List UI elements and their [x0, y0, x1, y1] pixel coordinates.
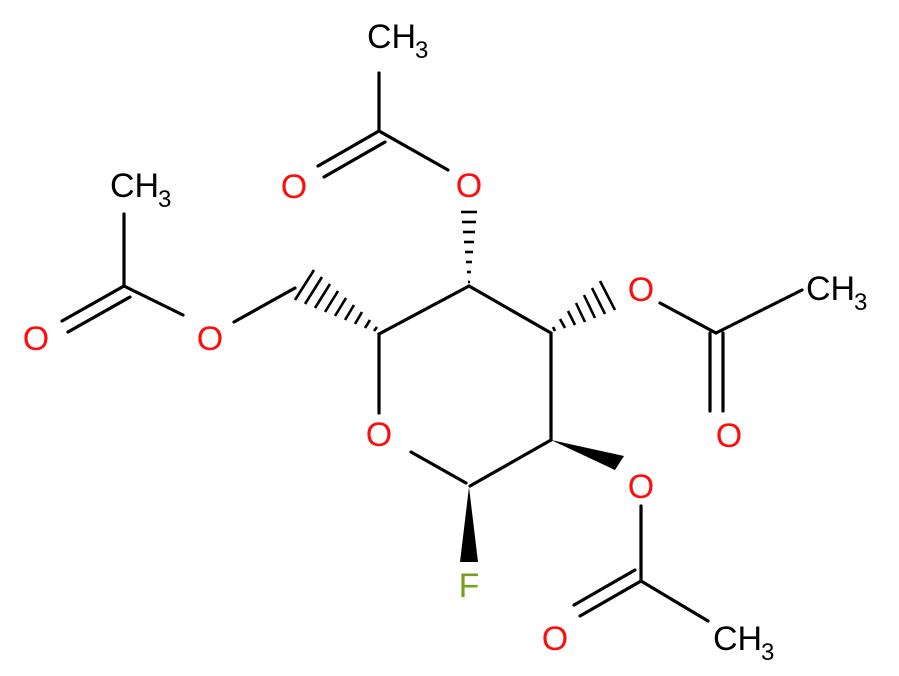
- c2-methyl-subscript: 3: [761, 639, 774, 666]
- c4-carbonyl-bond-a: [316, 129, 381, 168]
- bond-c2-carbonylc-ch3: [639, 579, 710, 623]
- c3-methyl-label: CH: [806, 270, 855, 308]
- hash-c5c6-8: [303, 276, 324, 305]
- bond-c1-c2: [468, 438, 553, 488]
- hash-c5c6-7: [313, 283, 332, 309]
- hash-c5c6-5: [333, 297, 348, 317]
- c6-ester-oxygen-label: O: [197, 320, 223, 358]
- c4-ester-oxygen-label: O: [456, 167, 482, 205]
- c2-carbonyl-bond-b: [572, 568, 637, 607]
- bond-c3-carbonylc-ch3: [714, 288, 804, 335]
- bond-c6o-carbonylc: [232, 286, 297, 324]
- hash-c3o-1: [551, 326, 557, 332]
- bond-c3-c4: [467, 284, 553, 335]
- c2-methyl-label: CH: [713, 620, 762, 658]
- bond-ring-o-c1: [409, 450, 468, 485]
- ring-oxygen-label: O: [366, 416, 392, 454]
- wedge-c1-f: [460, 487, 478, 562]
- c4-carbonyl-oxygen-label: O: [281, 168, 307, 206]
- c3-carbonyl-oxygen-label: O: [716, 417, 742, 455]
- wedge-bonds: [460, 440, 624, 562]
- c6-carbonyl-bond-b: [66, 295, 132, 334]
- c3-ester-oxygen-label: O: [628, 271, 654, 309]
- hash-c5c6-2: [363, 319, 372, 329]
- c2-carbonyl-bond-a: [578, 579, 643, 618]
- hash-c5c6-1: [372, 326, 379, 332]
- hash-c3o-7: [598, 280, 617, 311]
- fluorine-label: F: [459, 567, 480, 605]
- hash-c3o-3: [566, 310, 577, 326]
- hash-c5c6-9: [293, 269, 316, 301]
- hash-c3o-5: [582, 294, 597, 319]
- wedge-c2-o: [551, 440, 624, 470]
- c4-methyl-label: CH: [367, 18, 416, 56]
- single-bonds: [122, 71, 804, 623]
- hash-c3o-2: [558, 318, 567, 329]
- atom-labels: O F O O CH 3 O O CH 3 O O CH 3 O O CH 3: [23, 18, 868, 666]
- c6-methyl-label: CH: [110, 167, 159, 205]
- hash-c3o-6: [590, 287, 607, 315]
- hash-bonds: [293, 210, 617, 332]
- c3-methyl-subscript: 3: [854, 289, 867, 316]
- bond-c6o-c6: [122, 284, 185, 317]
- bond-c4o-carbonylc: [377, 129, 450, 172]
- c2-ester-oxygen-label: O: [628, 468, 654, 506]
- hash-c5c6-4: [343, 304, 356, 321]
- c6-carbonyl-bond-a: [60, 284, 126, 323]
- c4-methyl-subscript: 3: [415, 37, 428, 64]
- bond-c4-c5: [377, 284, 471, 336]
- c2-carbonyl-oxygen-label: O: [542, 620, 568, 658]
- hash-c5c6-3: [353, 311, 364, 325]
- c6-carbonyl-oxygen-label: O: [23, 320, 49, 358]
- c4-carbonyl-bond-b: [322, 140, 387, 179]
- c6-methyl-subscript: 3: [158, 186, 171, 213]
- double-bonds: [60, 129, 725, 618]
- hash-c5c6-6: [323, 290, 340, 313]
- bond-c3o-carbonylc: [658, 301, 718, 335]
- hash-c3o-4: [574, 302, 587, 323]
